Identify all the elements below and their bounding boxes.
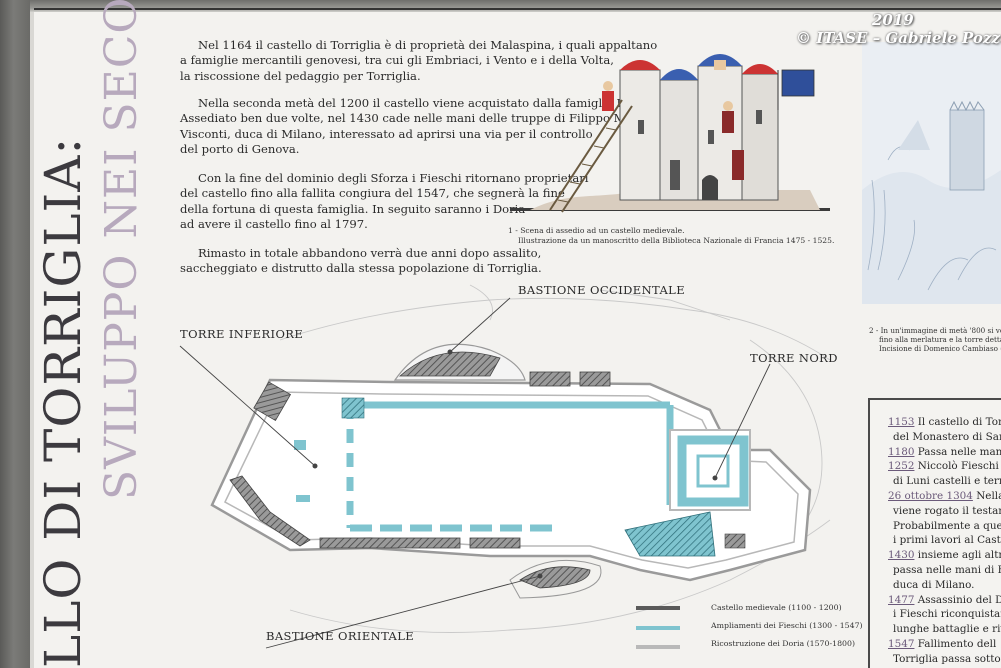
paragraph-line: a famiglie mercantili genovesi, tra cui … xyxy=(180,53,614,68)
paragraph-line: della fortuna di questa famiglia. In seg… xyxy=(180,201,526,216)
timeline-entry: 1180 Passa nelle mani xyxy=(888,446,1001,459)
legend-medieval: Castello medievale (1100 - 1200) xyxy=(711,603,842,612)
timeline-text: Fallimento dell xyxy=(917,638,997,650)
top-rule xyxy=(34,8,1001,10)
label-bastione-orientale: BASTIONE ORIENTALE xyxy=(266,629,415,643)
timeline-text: Probabilmente a questo xyxy=(893,519,1001,532)
timeline-entry: Probabilmente a questo xyxy=(893,520,1001,533)
paragraph-1: Nel 1164 il castello di Torriglia è di p… xyxy=(180,38,657,84)
timeline-entry: 1430 insieme agli altr xyxy=(888,549,1001,562)
timeline-text: passa nelle mani di Filip xyxy=(893,564,1001,576)
timeline-text: Assassinio del D xyxy=(917,593,1001,606)
paragraph-line: la riscossione del pedaggio per Torrigli… xyxy=(180,68,421,83)
timeline-entry: duca di Milano. xyxy=(893,579,975,592)
timeline-year: 26 ottobre 1304 xyxy=(888,490,973,502)
timeline-year: 1547 xyxy=(888,638,915,650)
timeline-entry: 26 ottobre 1304 Nella xyxy=(888,490,1001,503)
panel-edge xyxy=(30,12,34,668)
paragraph-line: del castello fino alla fallita congiura … xyxy=(180,186,565,201)
label-bastione-occidentale: BASTIONE OCCIDENTALE xyxy=(518,283,686,297)
timeline-panel xyxy=(868,398,1001,668)
paragraph-line: saccheggiato e distrutto dalla stessa po… xyxy=(180,261,542,276)
label-torre-inferiore: TORRE INFERIORE xyxy=(180,327,304,341)
timeline-year: 1180 xyxy=(888,445,915,458)
paragraph-2: Nella seconda metà del 1200 il castello … xyxy=(180,96,662,158)
paragraph-line: Nella seconda metà del 1200 il castello … xyxy=(198,96,663,110)
timeline-entry: i primi lavori al Castello xyxy=(893,534,1001,547)
timeline-text: Il castello di Torri xyxy=(917,416,1001,428)
paragraph-3: Con la fine del dominio degli Sforza i F… xyxy=(180,171,589,233)
timeline-year: 1252 xyxy=(888,460,915,473)
figure-2-line: 2 - In un'immagine di metà '800 si vedo xyxy=(869,326,1001,335)
timeline-entry: viene rogato il testament xyxy=(893,505,1001,518)
label-torre-nord: TORRE NORD xyxy=(750,351,838,365)
timeline-entry: i Fieschi riconquistano xyxy=(893,608,1001,621)
siege-illustration xyxy=(510,54,830,213)
timeline-text: Passa nelle mani xyxy=(917,445,1001,458)
watermark-credit: © ITASE – Gabriele Pozzo xyxy=(796,29,1001,47)
figure-2-line: fino alla merlatura e la torre detta "s xyxy=(879,335,1001,345)
legend-swatch-doria xyxy=(636,645,680,649)
legend-swatch-medieval xyxy=(636,606,680,610)
legend-doria: Ricostruzione dei Doria (1570-1800) xyxy=(711,639,855,648)
figure-2-caption: 2 - In un'immagine di metà '800 si vedo … xyxy=(869,326,1001,354)
timeline-entry: di Luni castelli e terreni. xyxy=(893,475,1001,488)
timeline-text: i Fieschi riconquistano xyxy=(893,608,1001,621)
timeline-text: duca di Milano. xyxy=(893,578,975,591)
paragraph-line: Nel 1164 il castello di Torriglia è di p… xyxy=(198,38,658,52)
legend-swatch-fieschi xyxy=(636,626,680,630)
paragraph-line: del porto di Genova. xyxy=(180,142,300,157)
timeline-entry: lunghe battaglie e rivol xyxy=(893,623,1001,636)
timeline-entry: 1252 Niccolò Fieschi a xyxy=(888,460,1001,473)
paragraph-line: Rimasto in totale abbandono verrà due an… xyxy=(198,246,542,260)
sign-frame-top xyxy=(30,0,1001,12)
paragraph-line: Visconti, duca di Milano, interessato ad… xyxy=(180,126,593,141)
castle-floor-plan xyxy=(179,284,831,649)
timeline-year: 1153 xyxy=(888,416,915,428)
paragraph-line: ad avere il castello fino al 1797. xyxy=(180,217,368,232)
legend-fieschi: Ampliamenti dei Fieschi (1300 - 1547) xyxy=(711,621,863,630)
watermark-year: 2019 xyxy=(872,11,914,29)
timeline-text: insieme agli altr xyxy=(917,549,1001,562)
timeline-entry: del Monastero di San Ma xyxy=(893,431,1001,444)
timeline-entry: 1547 Fallimento dell xyxy=(888,638,996,651)
figure-1-caption: 1 - Scena di assedio ad un castello medi… xyxy=(508,226,834,246)
vertical-title-sub: SVILUPPO NEI SECOLI xyxy=(96,0,147,500)
figure-1-source: Illustrazione da un manoscritto della Bi… xyxy=(518,236,835,245)
engraving-illustration xyxy=(862,42,1001,304)
paragraph-4: Rimasto in totale abbandono verrà due an… xyxy=(180,246,542,277)
figure-1-title: 1 - Scena di assedio ad un castello medi… xyxy=(508,226,685,235)
timeline-entry: passa nelle mani di Filip xyxy=(893,564,1001,577)
figure-2-line: Incisione di Domenico Cambiaso (1811 xyxy=(879,344,1001,354)
timeline-text: di Luni castelli e terreni. xyxy=(893,475,1001,488)
timeline-text: Torriglia passa sotto il xyxy=(893,652,1001,665)
timeline-entry: 1153 Il castello di Torri xyxy=(888,416,1001,429)
timeline-entry: Torriglia passa sotto il xyxy=(893,653,1001,666)
timeline-text: Nella xyxy=(976,490,1001,502)
timeline-year: 1430 xyxy=(888,549,915,562)
timeline-text: lunghe battaglie e rivol xyxy=(893,623,1001,636)
timeline-text: del Monastero di San Ma xyxy=(893,430,1001,443)
timeline-text: Niccolò Fieschi a xyxy=(917,460,1001,473)
vertical-title-main: LLO DI TORRIGLIA: xyxy=(34,136,92,668)
timeline-entry: 1477 Assassinio del D xyxy=(888,594,1001,607)
timeline-text: viene rogato il testament xyxy=(893,504,1001,517)
paragraph-line: Con la fine del dominio degli Sforza i F… xyxy=(198,171,589,185)
timeline-text: i primi lavori al Castello xyxy=(893,534,1001,547)
timeline-year: 1477 xyxy=(888,593,915,606)
paragraph-line: Assediato ben due volte, nel 1430 cade n… xyxy=(180,111,649,126)
metal-post xyxy=(0,0,30,668)
